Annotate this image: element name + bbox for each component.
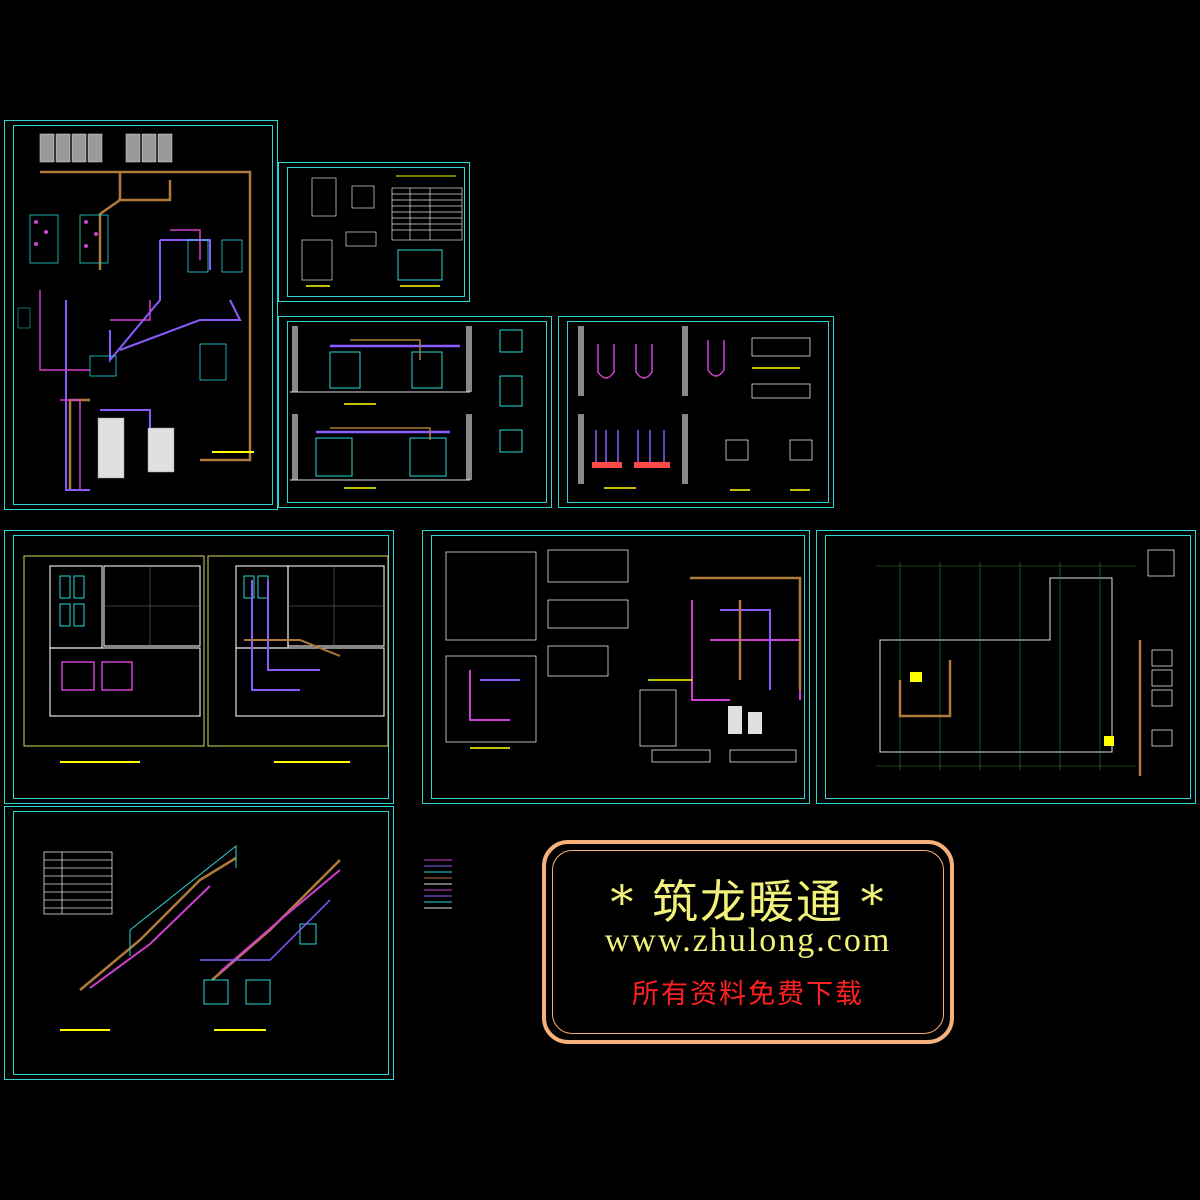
watermark-box: * 筑龙暖通 * www.zhulong.com 所有资料免费下载 xyxy=(542,840,954,1044)
watermark-subtitle: 所有资料免费下载 xyxy=(632,979,864,1010)
site-plan-content xyxy=(876,549,1175,776)
equipment-schedule-content xyxy=(301,175,463,287)
sheet-site-plan xyxy=(816,530,1196,804)
sheet-system-schematic xyxy=(4,120,278,510)
watermark-title: * 筑龙暖通 * xyxy=(610,875,886,929)
section-a-b-content xyxy=(578,326,813,491)
details-content xyxy=(445,549,802,763)
watermark-url: www.zhulong.com xyxy=(604,922,892,959)
sheet-equipment-schedule xyxy=(278,162,470,302)
section-c-d-content xyxy=(290,326,523,489)
sheet-isometric xyxy=(4,806,394,1080)
floor-plans-content xyxy=(23,555,389,763)
system-schematic-content xyxy=(17,133,254,491)
sheet-section-a-b xyxy=(558,316,834,508)
isometric-content xyxy=(43,844,452,1031)
sheet-details xyxy=(422,530,810,804)
sheet-section-c-d xyxy=(278,316,552,508)
